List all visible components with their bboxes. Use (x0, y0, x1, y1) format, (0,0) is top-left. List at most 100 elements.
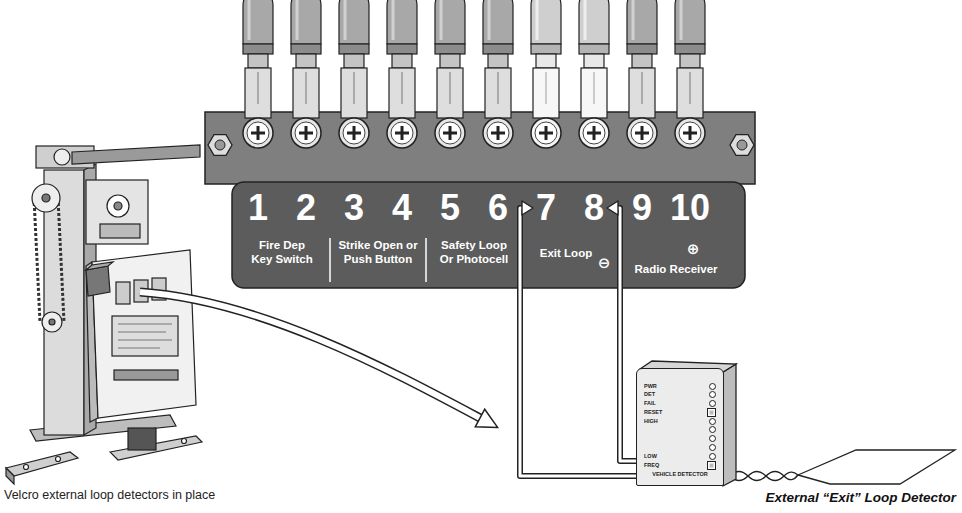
group-separators (330, 238, 426, 282)
detector-panel-label: LOW (644, 453, 657, 460)
terminal-number-node: 6 (486, 190, 510, 226)
sprocket-hub (42, 194, 50, 202)
foot-hole (56, 457, 61, 462)
panel-button (707, 408, 716, 417)
circuit-board (112, 316, 178, 356)
twisted-lead (730, 472, 798, 481)
frequency-leds (644, 426, 716, 451)
terminal-number: 4 (392, 190, 412, 226)
wire-arrowhead (607, 201, 618, 215)
terminal-number: 9 (632, 190, 652, 226)
terminal-number: 5 (440, 190, 460, 226)
detector-side (723, 364, 736, 486)
wire-lug (435, 0, 465, 148)
detector-row: HIGH (644, 418, 716, 425)
wire-lug (339, 0, 369, 148)
loop-detector: PWRDET FAIL RESET HIGH LOW FREQ VEHICLE DETECT… (636, 368, 724, 486)
transfer-arrow-outline (140, 292, 480, 418)
terminal-number: 8 (584, 190, 604, 226)
detector-row: RESET (644, 408, 716, 417)
group-separator (425, 238, 427, 282)
terminal-group-label: Radio Receiver (634, 262, 717, 276)
foot-hole (182, 439, 187, 444)
indicator-led (709, 400, 716, 407)
sprocket (42, 312, 62, 332)
detector-row: LOW (644, 453, 716, 460)
detector-row: FAIL (644, 400, 716, 407)
detector-panel-label: FREQ (644, 462, 659, 469)
motor (100, 224, 140, 238)
mounting-nut (730, 135, 754, 156)
arm-shaft (54, 149, 70, 165)
label-plate (232, 182, 745, 288)
gearbox (86, 180, 148, 244)
indicator-led (709, 444, 716, 451)
wire-lug (675, 0, 705, 148)
wire-lug (387, 0, 417, 148)
loop-wire (798, 450, 955, 484)
mounting-bolt (215, 140, 225, 150)
wire-outline (615, 208, 636, 461)
velcro-detector-top (86, 262, 113, 270)
terminal-number-node: 3 (342, 190, 366, 226)
wire-lug (627, 0, 657, 148)
indicator-led (709, 453, 716, 460)
detector-panel-label: VEHICLE DETECTOR (652, 471, 708, 478)
terminal-number-node: 4 (390, 190, 414, 226)
wire-core (615, 208, 636, 461)
wire-lug (579, 0, 609, 148)
foot-hole (24, 465, 29, 470)
label-plate-body (232, 182, 745, 288)
sprocket (32, 184, 60, 212)
drive-chain (34, 198, 64, 322)
terminal-number-node: 7 (534, 190, 558, 226)
wire-lug (243, 0, 273, 148)
terminal-strip (205, 0, 755, 184)
figure-caption: External “Exit” Loop Detector (765, 490, 956, 506)
gear-hub (114, 202, 122, 210)
terminal-number: 10 (670, 190, 710, 226)
detector-panel-label: RESET (644, 409, 662, 416)
wire-outline (520, 208, 636, 476)
terminal-number-node: 1 (246, 190, 270, 226)
detector-panel-label: DET (644, 391, 655, 398)
terminal-number: 2 (296, 190, 316, 226)
terminal-number: 3 (344, 190, 364, 226)
detector-row: VEHICLE DETECTOR (644, 471, 716, 478)
velcro-detector (86, 266, 110, 296)
terminal-number: 7 (536, 190, 556, 226)
indicator-led (709, 391, 716, 398)
wire-arrowhead (522, 201, 533, 215)
detector-panel-label: PWR (644, 383, 657, 390)
terminal-label-plate: Fire Dep Key SwitchStrike Open or Push B… (232, 182, 745, 288)
battery (128, 428, 156, 450)
operator-foot (6, 452, 78, 476)
detector-row: PWR (644, 383, 716, 390)
terminal-bar (205, 112, 755, 184)
terminal-number-node: 8 (582, 190, 606, 226)
indicator-led (709, 418, 716, 425)
terminal-group-label: Fire Dep Key Switch (249, 238, 315, 266)
gate-operator (6, 145, 202, 484)
mounting-bolt (737, 140, 747, 150)
terminal-row (114, 370, 178, 380)
wire-connector (607, 201, 636, 461)
detector-panel-label: HIGH (644, 418, 658, 425)
transfer-arrow-body (140, 292, 480, 418)
polarity-symbol: ⊕ (687, 240, 700, 257)
sprocket-hub (49, 319, 55, 325)
wire-lug (531, 0, 561, 148)
terminal-number: 1 (248, 190, 268, 226)
detector-panel-label: FAIL (644, 400, 656, 407)
mounting-nut (208, 135, 232, 156)
vehicle-loop (730, 450, 955, 484)
panel-button (707, 461, 716, 470)
operator-foot (6, 468, 14, 484)
figure-caption: Velcro external loop detectors in place (4, 488, 215, 503)
twisted-lead (730, 472, 798, 481)
wire-connector (520, 201, 636, 476)
indicator-led (709, 383, 716, 390)
wire-lug (483, 0, 513, 148)
detector-row: FREQ (644, 461, 716, 470)
